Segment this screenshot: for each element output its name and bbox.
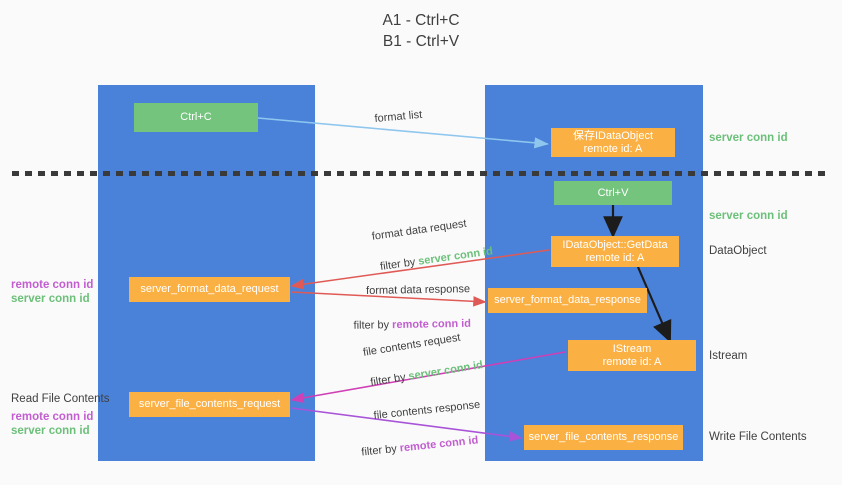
page-title: A1 - Ctrl+C B1 - Ctrl+V bbox=[382, 12, 460, 50]
box-idataobject-getdata[interactable]: IDataObject::GetData remote id: A bbox=[551, 236, 679, 267]
box-ctrl-v[interactable]: Ctrl+V bbox=[554, 181, 672, 205]
annotation-format-data-response: format data response bbox=[366, 283, 471, 297]
box-server-format-data-request[interactable]: server_format_data_request bbox=[129, 277, 290, 302]
label-remote-conn-id-bottom: remote conn id bbox=[11, 411, 94, 423]
label-server-conn-id-second: server conn id bbox=[709, 210, 788, 222]
filter-key-remote-conn-id-1: remote conn id bbox=[392, 317, 472, 332]
label-server-conn-id-left-top: server conn id bbox=[11, 293, 90, 305]
label-server-conn-id-left-bottom: server conn id bbox=[11, 425, 90, 437]
filter-prefix-3: filter by bbox=[369, 370, 410, 389]
box-server-file-contents-response[interactable]: server_file_contents_response bbox=[524, 425, 683, 450]
annotation-format-list: format list bbox=[374, 108, 423, 125]
box-server-file-contents-request[interactable]: server_file_contents_request bbox=[129, 392, 290, 417]
annotation-filter-by-remote-conn-id-2: filter by remote conn id bbox=[347, 418, 481, 476]
filter-key-server-conn-id-2: server conn id bbox=[407, 359, 484, 383]
label-istream: Istream bbox=[709, 350, 748, 362]
box-ctrl-c[interactable]: Ctrl+C bbox=[134, 103, 258, 132]
box-istream[interactable]: IStream remote id: A bbox=[568, 340, 696, 371]
filter-key-remote-conn-id-2: remote conn id bbox=[399, 434, 479, 455]
filter-prefix-1: filter by bbox=[379, 255, 420, 274]
label-server-conn-id-top: server conn id bbox=[709, 132, 788, 144]
box-save-idataobject[interactable]: 保存IDataObject remote id: A bbox=[551, 128, 675, 157]
filter-prefix-4: filter by bbox=[360, 442, 401, 459]
phase-divider bbox=[12, 171, 830, 176]
label-dataobject: DataObject bbox=[709, 245, 767, 257]
filter-prefix-2: filter by bbox=[353, 319, 393, 332]
label-remote-conn-id-top: remote conn id bbox=[11, 279, 94, 291]
label-write-file-contents: Write File Contents bbox=[709, 431, 807, 443]
label-read-file-contents: Read File Contents bbox=[11, 393, 110, 405]
filter-key-server-conn-id-1: server conn id bbox=[417, 245, 494, 268]
box-server-format-data-response[interactable]: server_format_data_response bbox=[488, 288, 647, 313]
